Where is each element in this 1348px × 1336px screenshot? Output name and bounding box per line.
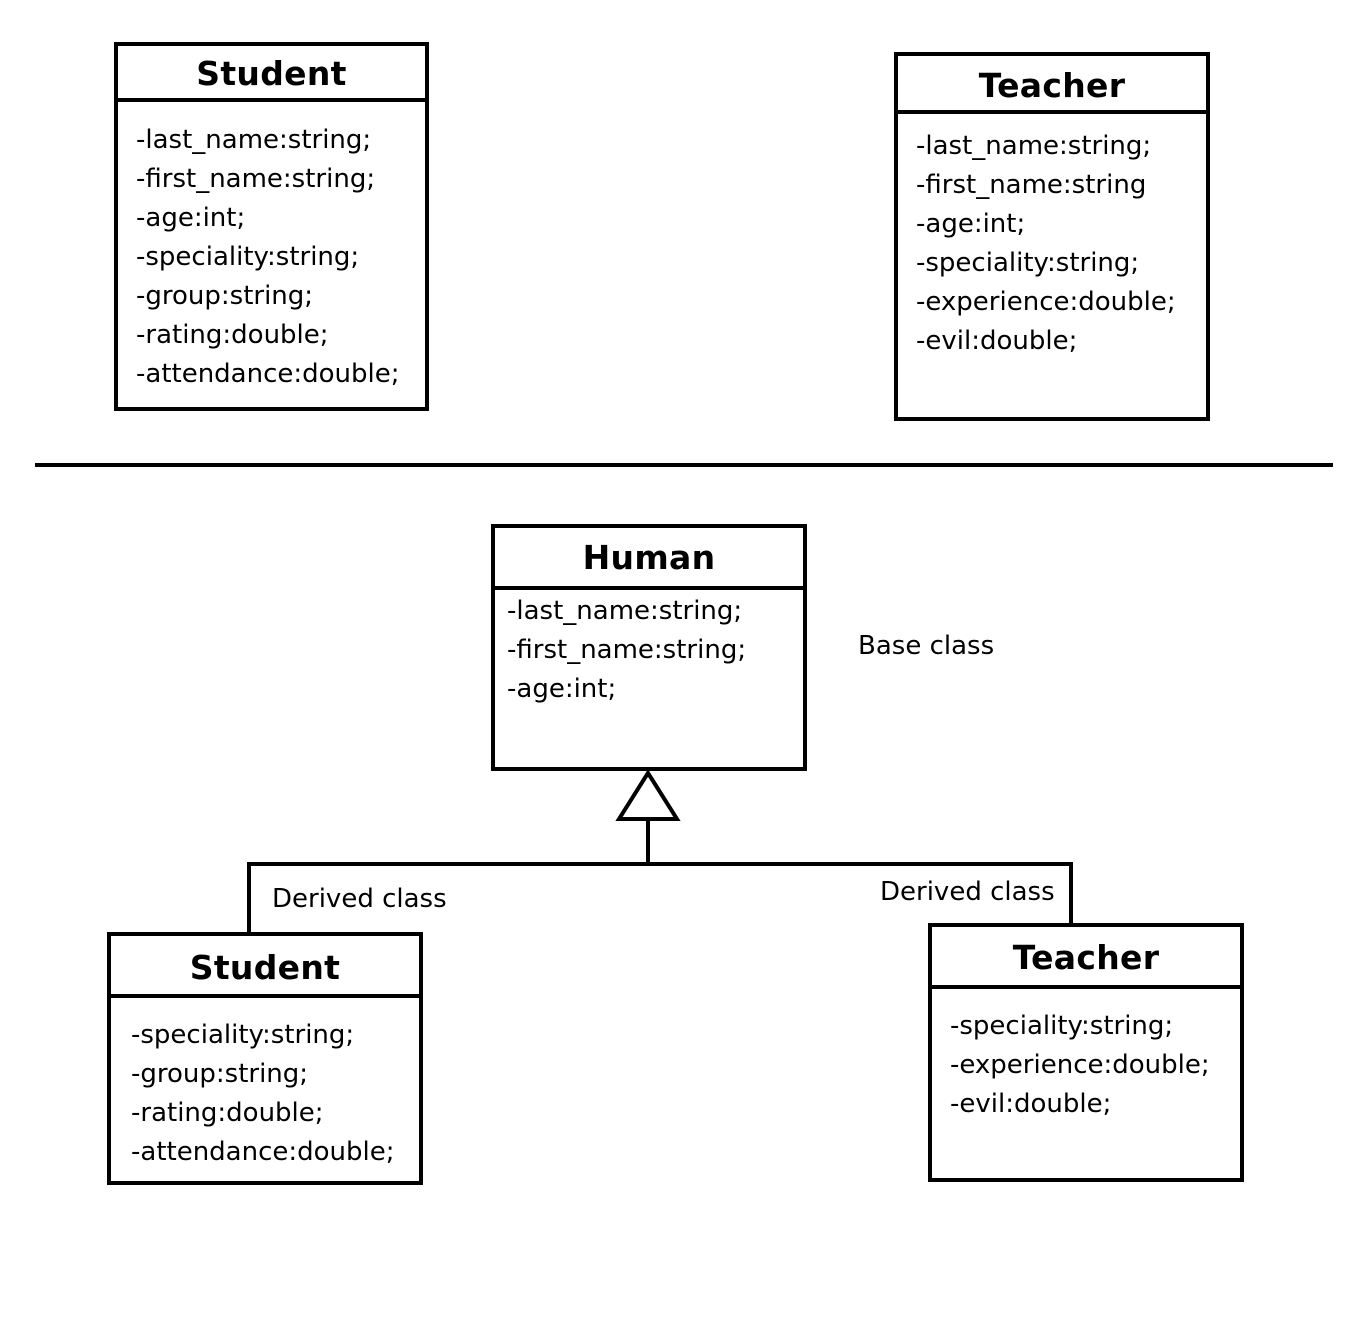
attribute: -first_name:string; <box>507 635 747 665</box>
derived-student-attribute-list: -speciality:string; -group:string; -rati… <box>111 998 419 1172</box>
attribute: -first_name:string <box>916 170 1147 200</box>
attribute: -group:string; <box>136 281 314 311</box>
derived-teacher-class-box: Teacher -speciality:string; -experience:… <box>928 923 1244 1182</box>
attribute: -evil:double; <box>950 1089 1112 1119</box>
base-class-label: Base class <box>858 631 995 661</box>
teacher-class-title: Teacher <box>898 56 1206 114</box>
inheritance-arrowhead <box>615 769 681 821</box>
student-attribute-list: -last_name:string; -first_name:string; -… <box>118 102 425 394</box>
attribute: -age:int; <box>136 203 246 233</box>
attribute: -experience:double; <box>950 1050 1210 1080</box>
attribute: -attendance:double; <box>136 359 400 389</box>
attribute: -rating:double; <box>131 1098 324 1128</box>
student-class-box: Student -last_name:string; -first_name:s… <box>114 42 429 411</box>
human-attribute-list: -last_name:string; -first_name:string; -… <box>495 590 803 709</box>
attribute: -experience:double; <box>916 287 1176 317</box>
attribute: -first_name:string; <box>136 164 376 194</box>
attribute: -attendance:double; <box>131 1137 395 1167</box>
derived-teacher-attribute-list: -speciality:string; -experience:double; … <box>932 989 1240 1124</box>
derived-teacher-label: Derived class <box>880 877 1055 907</box>
attribute: -age:int; <box>916 209 1026 239</box>
attribute: -speciality:string; <box>131 1020 355 1050</box>
attribute: -last_name:string; <box>507 596 743 626</box>
attribute: -speciality:string; <box>950 1011 1174 1041</box>
human-base-class-box: Human -last_name:string; -first_name:str… <box>491 524 807 771</box>
attribute: -group:string; <box>131 1059 309 1089</box>
teacher-class-box: Teacher -last_name:string; -first_name:s… <box>894 52 1210 421</box>
derived-student-label: Derived class <box>272 884 447 914</box>
attribute: -last_name:string; <box>916 131 1152 161</box>
attribute: -speciality:string; <box>136 242 360 272</box>
attribute: -speciality:string; <box>916 248 1140 278</box>
attribute: -evil:double; <box>916 326 1078 356</box>
attribute: -age:int; <box>507 674 617 704</box>
human-class-title: Human <box>495 528 803 590</box>
attribute: -rating:double; <box>136 320 329 350</box>
derived-student-class-box: Student -speciality:string; -group:strin… <box>107 932 423 1185</box>
derived-student-class-title: Student <box>111 936 419 998</box>
attribute: -last_name:string; <box>136 125 372 155</box>
student-class-title: Student <box>118 46 425 102</box>
teacher-attribute-list: -last_name:string; -first_name:string -a… <box>898 114 1206 361</box>
derived-teacher-class-title: Teacher <box>932 927 1240 989</box>
